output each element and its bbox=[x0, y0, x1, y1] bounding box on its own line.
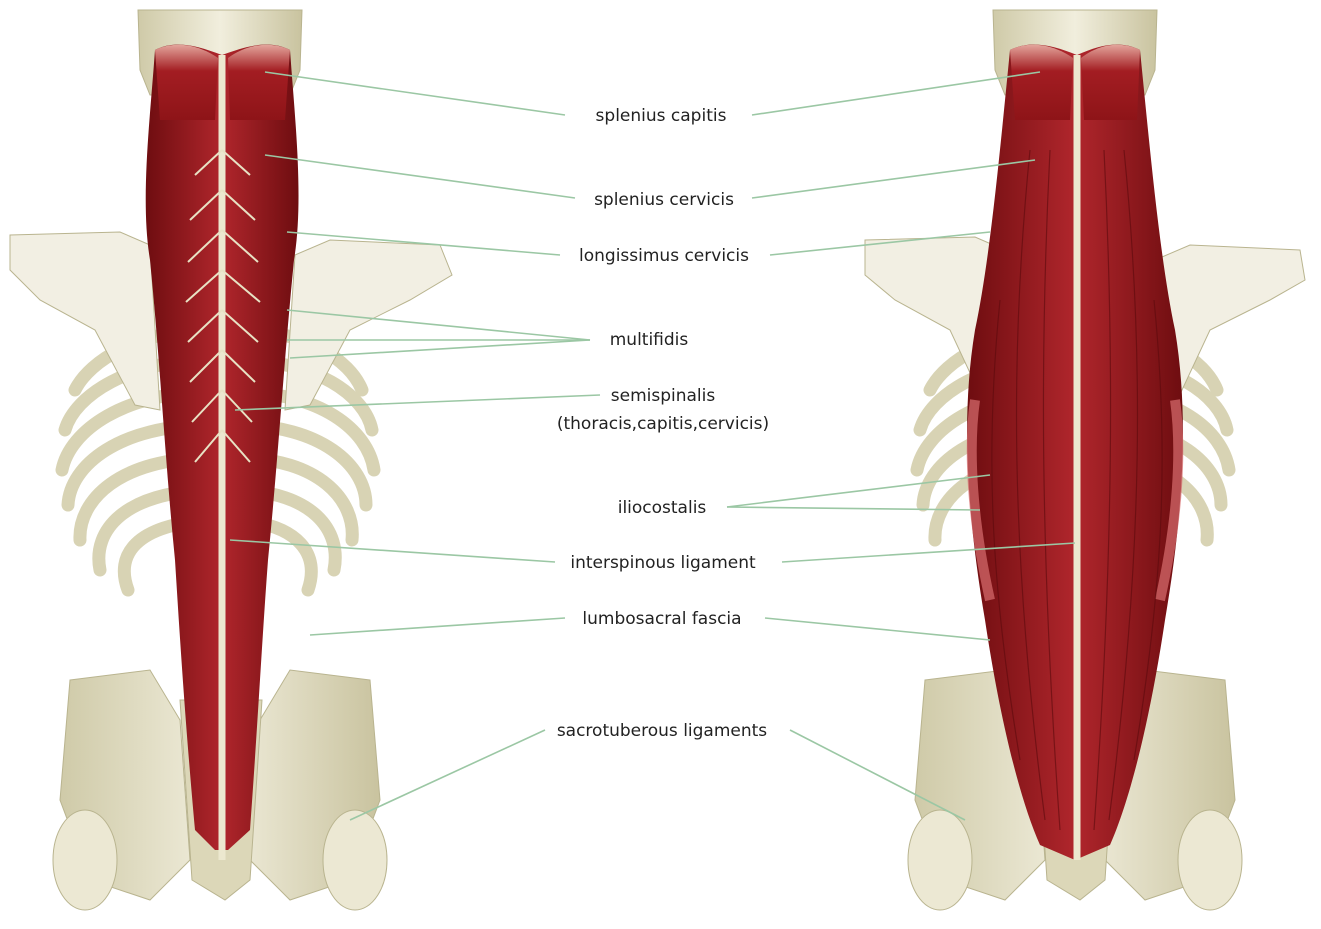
label-multifidis: multifidis bbox=[610, 330, 689, 350]
label-semispinalis: semispinalis bbox=[611, 386, 716, 406]
splenius-capitis-right bbox=[1081, 45, 1140, 120]
splenius-capitis-left bbox=[155, 45, 218, 120]
right-figure-erector-spinae bbox=[865, 10, 1305, 910]
left-figure-deep-back-muscles bbox=[10, 10, 452, 910]
right-femur-head bbox=[323, 810, 387, 910]
splenius-capitis-left bbox=[1010, 45, 1073, 120]
label-semispinalis-subtitle: (thoracis,capitis,cervicis) bbox=[557, 414, 769, 434]
left-femur-head bbox=[908, 810, 972, 910]
label-sacrotuberous-ligaments: sacrotuberous ligaments bbox=[557, 721, 767, 741]
left-femur-head bbox=[53, 810, 117, 910]
splenius-capitis-right bbox=[228, 45, 290, 120]
right-femur-head bbox=[1178, 810, 1242, 910]
label-splenius-cervicis: splenius cervicis bbox=[594, 190, 734, 210]
label-lumbosacral-fascia: lumbosacral fascia bbox=[582, 609, 741, 629]
labels: splenius capitis splenius cervicis longi… bbox=[557, 106, 769, 741]
label-interspinous-ligament: interspinous ligament bbox=[570, 553, 756, 573]
label-splenius-capitis: splenius capitis bbox=[596, 106, 727, 126]
label-iliocostalis: iliocostalis bbox=[618, 498, 707, 518]
label-longissimus-cervicis: longissimus cervicis bbox=[579, 246, 749, 266]
right-scapula bbox=[285, 240, 452, 410]
